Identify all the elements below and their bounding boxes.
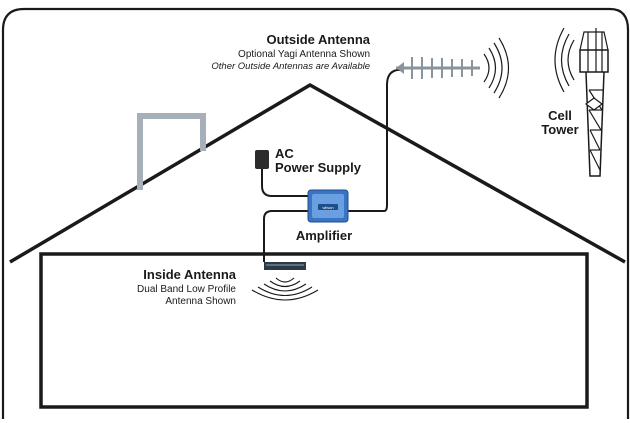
- ac-power-label-2: Power Supply: [275, 160, 362, 175]
- cable-to-outside-antenna: [348, 69, 403, 212]
- yagi-antenna-icon: [396, 57, 480, 79]
- cell-tower-label-1: Cell: [548, 108, 572, 123]
- house-walls: [39, 252, 589, 409]
- outside-antenna-title: Outside Antenna: [266, 32, 370, 47]
- cell-tower-label-2: Tower: [541, 122, 578, 137]
- amplifier-badge: wilson: [322, 205, 333, 210]
- cable-power: [261, 168, 308, 197]
- house-roof: [9, 82, 626, 264]
- cable-inside-antenna: [263, 210, 308, 262]
- power-supply-icon: [255, 150, 269, 169]
- amplifier-label: Amplifier: [296, 228, 352, 243]
- house-chimney: [137, 113, 206, 190]
- frame-border: [1, 7, 630, 419]
- cell-tower-icon: [554, 27, 609, 177]
- ac-power-label-1: AC: [275, 146, 294, 161]
- inside-antenna-line2: Antenna Shown: [165, 296, 236, 307]
- inside-antenna-line1: Dual Band Low Profile: [137, 284, 236, 295]
- inside-antenna-title: Inside Antenna: [143, 267, 236, 282]
- outside-antenna-line1: Optional Yagi Antenna Shown: [238, 49, 370, 60]
- outside-antenna-line2: Other Outside Antennas are Available: [211, 61, 370, 72]
- outside-antenna-signal-icon: [483, 37, 509, 99]
- inside-antenna-highlight: [266, 264, 304, 266]
- inside-antenna-signal-icon: [251, 277, 319, 301]
- amplifier-icon: [307, 189, 349, 223]
